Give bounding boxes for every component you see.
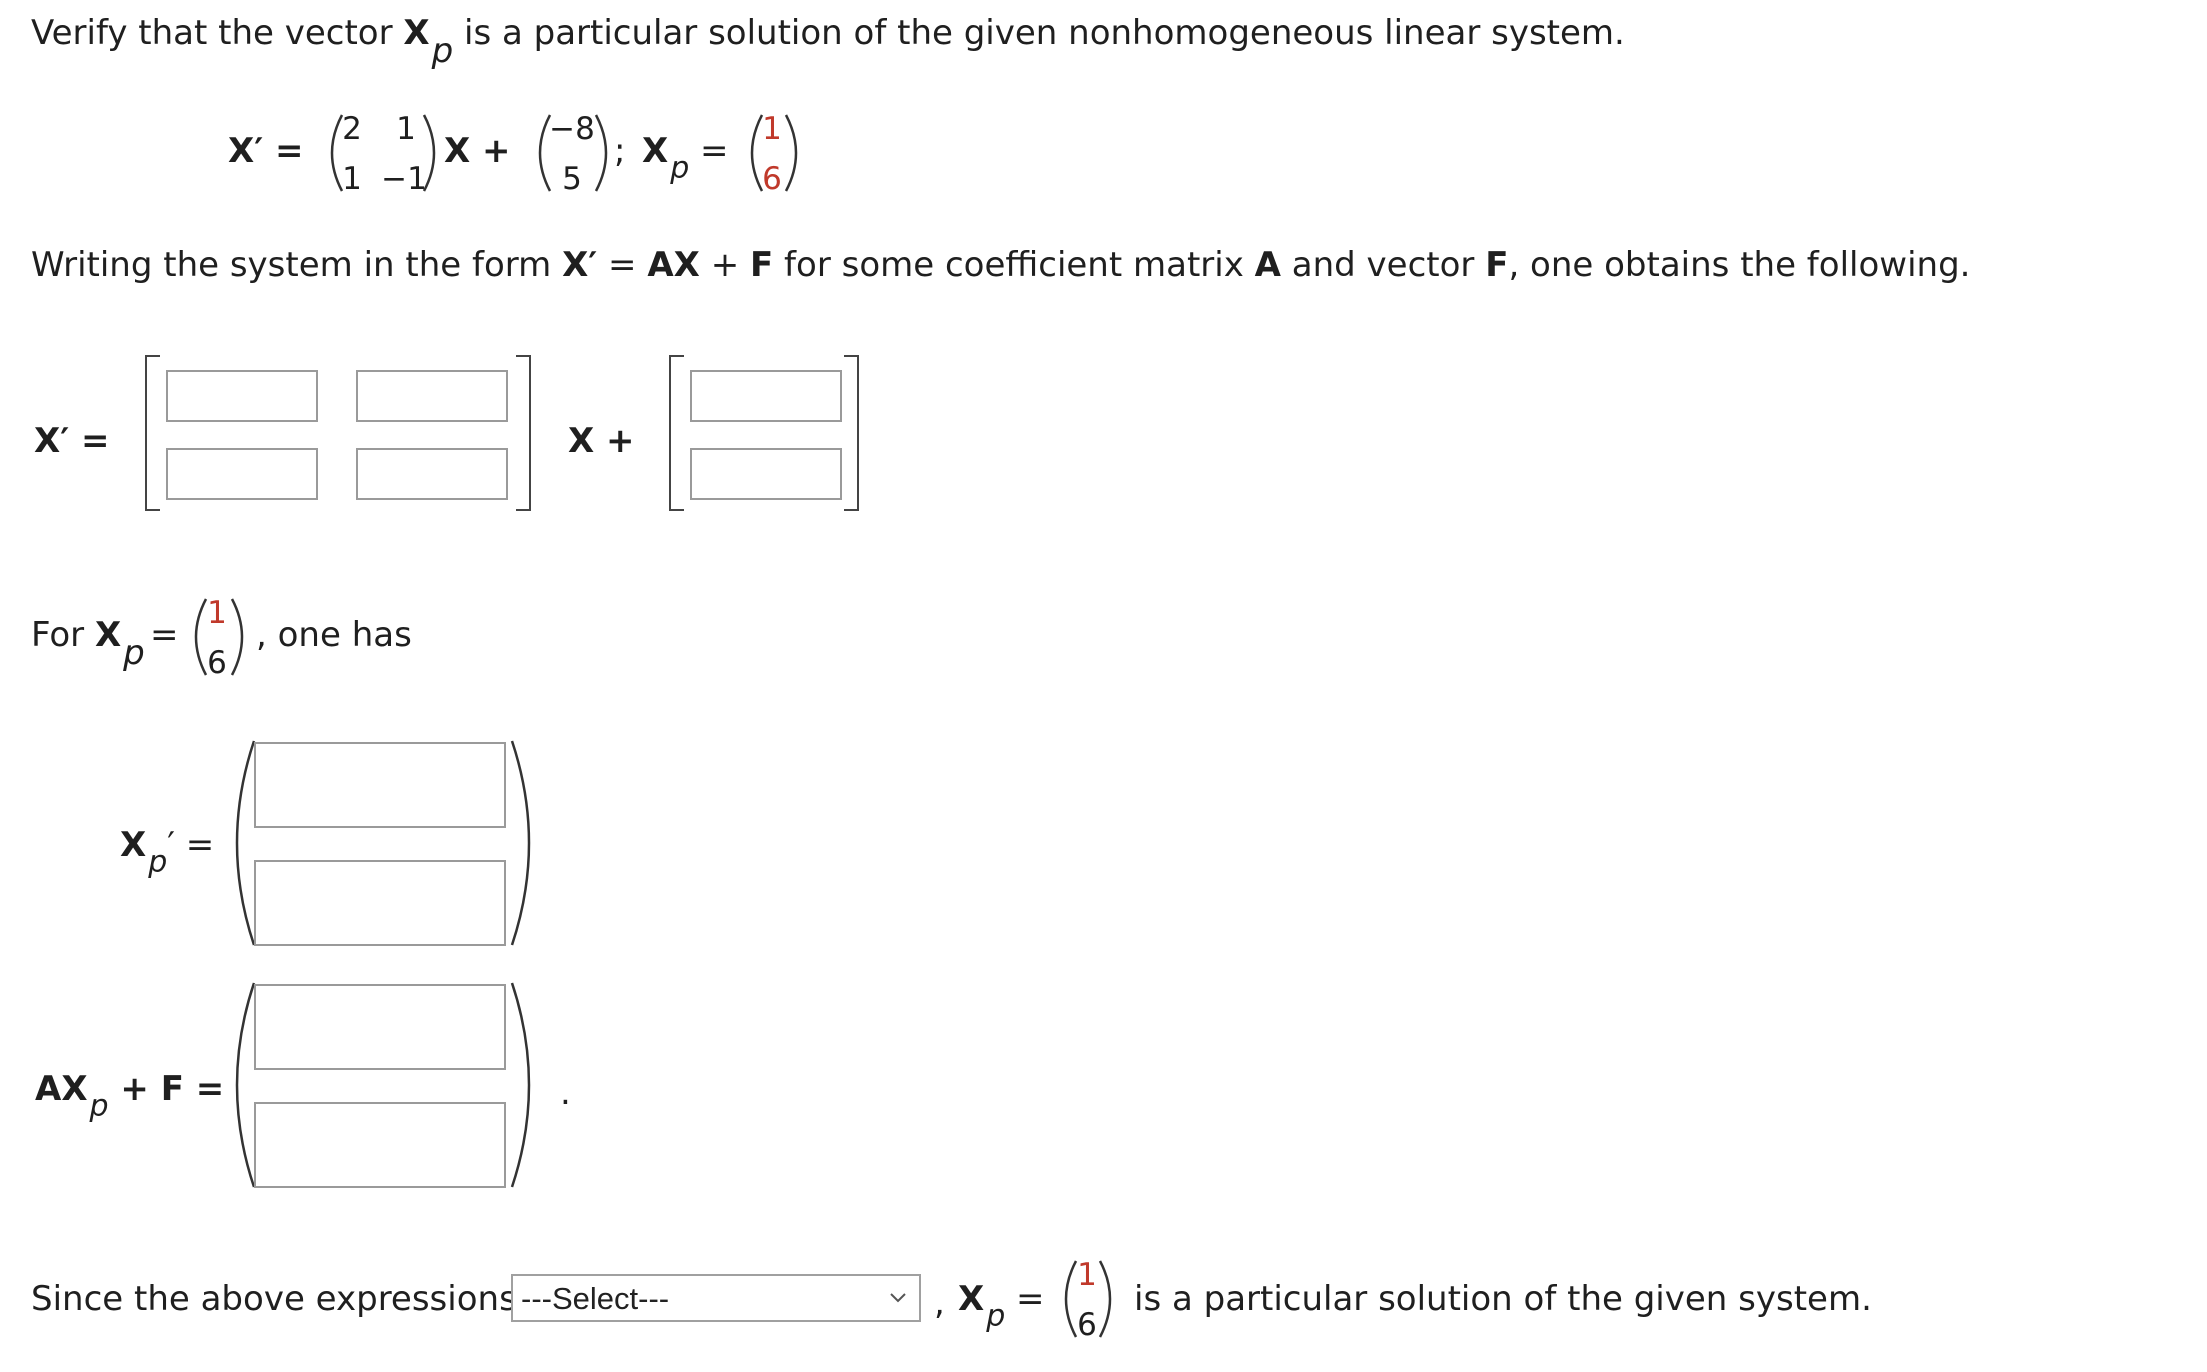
conclusion-select[interactable]: ---Select--- (511, 1274, 921, 1322)
for-xp-2: 6 (207, 645, 227, 681)
vector-f-right-bracket (844, 355, 859, 511)
for-xp-left-paren (194, 598, 208, 676)
form-sentence: Writing the system in the form X′ = AX +… (31, 245, 1971, 285)
axp-f-input-1[interactable] (254, 984, 506, 1070)
matrix-a-left-bracket (145, 355, 160, 511)
given-a-11: 2 (342, 111, 362, 147)
vector-f-left-bracket (669, 355, 684, 511)
matrix-a-input-22[interactable] (356, 448, 508, 500)
for-line: For Xp (31, 615, 145, 673)
given-xp-eq: = (700, 131, 729, 171)
given-f-left-paren (538, 114, 552, 192)
conclusion-eq: = (1016, 1279, 1045, 1319)
given-x-plus: X + (444, 131, 511, 171)
given-a-21: 1 (342, 161, 362, 197)
conclusion-comma: , (934, 1283, 945, 1323)
system-lhs: X′ = (34, 421, 110, 461)
axp-f-label: AXp + F = (35, 1069, 225, 1124)
xp-prime-input-1[interactable] (254, 742, 506, 828)
xp-prime-right-paren (510, 740, 531, 946)
given-a-12: 1 (396, 111, 416, 147)
xp-prime-left-paren (235, 740, 256, 946)
matrix-a-input-21[interactable] (166, 448, 318, 500)
given-a-22: −1 (381, 161, 427, 197)
axp-f-right-paren (510, 982, 531, 1188)
given-f-2: 5 (562, 161, 582, 197)
given-a-left-paren (330, 114, 344, 192)
given-a-right-paren (422, 114, 436, 192)
given-lhs: X′ = (228, 131, 304, 171)
conclusion-since: Since the above expressions (31, 1279, 517, 1319)
xp-prime-label: Xp′ = (120, 825, 215, 880)
for-line-one-has: , one has (256, 615, 412, 655)
axp-f-input-2[interactable] (254, 1102, 506, 1188)
axp-f-period: . (560, 1073, 571, 1113)
intro-text: Verify that the vector Xp is a particula… (31, 13, 1625, 71)
for-line-eq: = (150, 615, 179, 655)
chevron-down-icon (890, 1293, 906, 1303)
xp-prime-input-2[interactable] (254, 860, 506, 946)
conclusion-xp-label: Xp (958, 1279, 1006, 1334)
for-xp-right-paren (230, 598, 244, 676)
conclusion-xp-right-paren (1098, 1260, 1112, 1338)
vector-f-input-2[interactable] (690, 448, 842, 500)
given-f-1: −8 (549, 111, 595, 147)
given-semicolon: ; (614, 131, 626, 171)
given-xp-label: Xp (642, 131, 690, 186)
given-xp-right-paren (784, 114, 798, 192)
given-xp-1: 1 (762, 111, 782, 147)
matrix-a-input-12[interactable] (356, 370, 508, 422)
conclusion-xp-2: 6 (1077, 1307, 1097, 1343)
matrix-a-right-bracket (516, 355, 531, 511)
conclusion-xp-1: 1 (1077, 1257, 1097, 1293)
given-f-right-paren (594, 114, 608, 192)
given-xp-left-paren (750, 114, 764, 192)
conclusion-xp-left-paren (1064, 1260, 1078, 1338)
for-xp-1: 1 (207, 595, 227, 631)
vector-f-input-1[interactable] (690, 370, 842, 422)
matrix-a-input-11[interactable] (166, 370, 318, 422)
axp-f-left-paren (235, 982, 256, 1188)
vector-xp-label: X (403, 13, 430, 53)
system-x-plus: X + (568, 421, 635, 461)
given-xp-2: 6 (762, 161, 782, 197)
conclusion-tail: is a particular solution of the given sy… (1134, 1279, 1872, 1319)
